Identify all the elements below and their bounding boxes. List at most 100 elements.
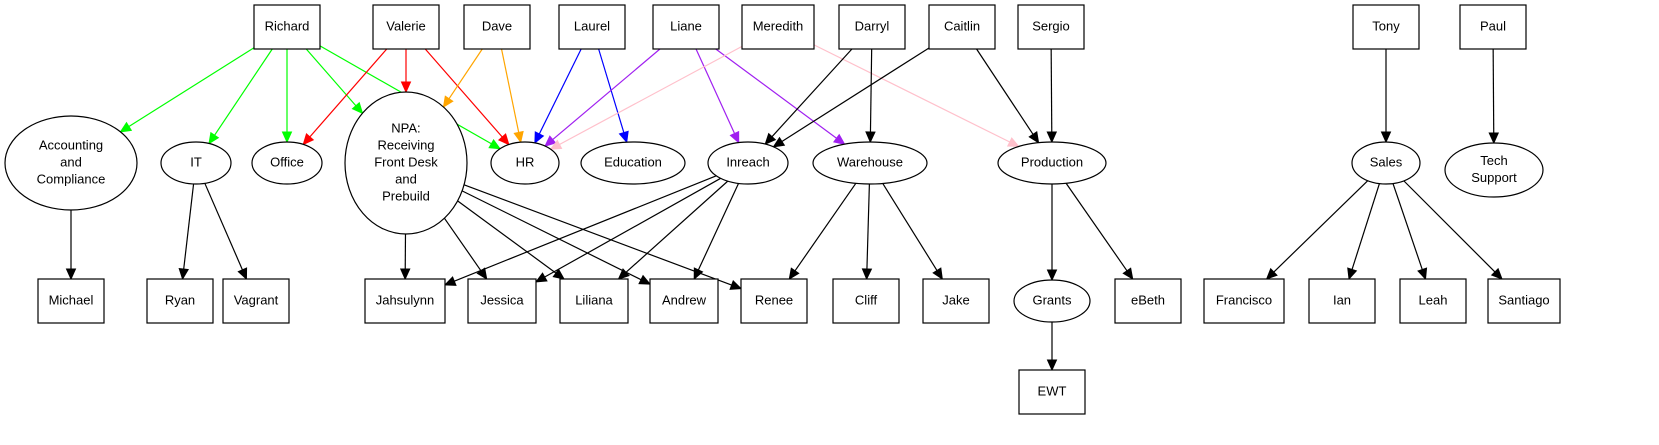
edge-line [1403,180,1496,273]
node-ebeth[interactable]: eBeth [1114,278,1182,324]
node-box [463,4,531,50]
arrowhead-icon [932,267,943,281]
node-label: Support [1471,170,1517,185]
edge-caitlin-to-inreach [772,47,930,148]
node-education[interactable]: Education [580,141,686,185]
node-vagrant[interactable]: Vagrant [222,278,290,324]
arrowhead-icon [788,267,800,281]
node-laurel[interactable]: Laurel [558,4,626,50]
edge-line [794,182,857,272]
edge-inreach-to-jessica [534,177,721,283]
edge-line [309,48,388,138]
edge-darryl-to-warehouse [865,48,876,144]
node-inreach[interactable]: Inreach [707,141,789,185]
arrowhead-icon [400,81,412,94]
node-box [467,278,537,324]
node-label: Office [270,154,304,169]
edge-npa-to-andrew [461,190,652,285]
node-darryl[interactable]: Darryl [838,4,906,50]
arrowhead-icon [552,268,566,280]
node-ellipse [490,141,560,185]
node-box [1018,369,1086,415]
node-santiago[interactable]: Santiago [1487,278,1561,324]
edge-richard-to-accounting [119,47,255,133]
arrowhead-icon [1046,359,1058,372]
edge-line [128,47,255,128]
node-box [741,4,815,50]
edge-liane-to-warehouse [715,48,846,145]
node-michael[interactable]: Michael [37,278,105,324]
edge-paul-to-techsupport [1488,48,1500,145]
node-dave[interactable]: Dave [463,4,531,50]
node-office[interactable]: Office [251,141,323,185]
node-francisco[interactable]: Francisco [1203,278,1285,324]
node-ellipse [580,141,686,185]
node-label: Compliance [37,171,106,186]
edge-valerie-to-npa [400,49,412,94]
node-it[interactable]: IT [160,141,232,185]
edge-line [463,184,732,286]
edge-warehouse-to-jake [882,183,943,281]
node-ellipse [4,115,138,211]
arrowhead-icon [638,274,652,285]
edge-warehouse-to-renee [788,182,857,281]
node-warehouse[interactable]: Warehouse [812,141,928,185]
node-jessica[interactable]: Jessica [467,278,537,324]
node-label: Prebuild [382,188,430,203]
node-leah[interactable]: Leah [1399,278,1467,324]
edge-it-to-vagrant [204,183,248,281]
node-ian[interactable]: Ian [1308,278,1376,324]
edge-caitlin-to-production [976,48,1040,144]
edge-laurel-to-hr [534,48,582,145]
node-sales[interactable]: Sales [1351,141,1421,185]
node-jake[interactable]: Jake [922,278,990,324]
node-sergio[interactable]: Sergio [1017,4,1085,50]
arrowhead-icon [617,268,630,280]
edge-it-to-ryan [178,183,195,281]
arrowhead-icon [442,95,454,108]
node-richard[interactable]: Richard [253,4,321,50]
edge-line [305,48,357,107]
edge-line [1492,48,1495,134]
node-jahsulynn[interactable]: Jahsulynn [364,278,446,324]
node-ellipse [1444,142,1544,198]
edge-line [1065,182,1128,272]
node-meredith[interactable]: Meredith [741,4,815,50]
edge-sales-to-ian [1347,183,1381,281]
node-liane[interactable]: Liane [652,4,720,50]
node-ewt[interactable]: EWT [1018,369,1086,415]
node-liliana[interactable]: Liliana [559,278,629,324]
edge-inreach-to-liliana [617,180,729,280]
edge-laurel-to-education [598,48,629,144]
edge-line [1050,48,1053,133]
node-caitlin[interactable]: Caitlin [928,4,996,50]
node-hr[interactable]: HR [490,141,560,185]
node-production[interactable]: Production [997,141,1107,185]
node-tony[interactable]: Tony [1352,4,1420,50]
arrowhead-icon [1265,267,1278,280]
node-paul[interactable]: Paul [1459,4,1527,50]
arrowhead-icon [1380,131,1392,144]
node-cliff[interactable]: Cliff [832,278,900,324]
node-box [559,278,629,324]
node-box [922,278,990,324]
node-renee[interactable]: Renee [740,278,808,324]
node-label: IT [190,154,202,169]
node-box [1459,4,1527,50]
node-valerie[interactable]: Valerie [372,4,440,50]
arrowhead-icon [832,133,846,145]
edge-line [869,48,873,133]
node-ryan[interactable]: Ryan [146,278,214,324]
edge-line [1392,183,1423,270]
edge-line [715,48,837,139]
node-label: Liane [670,18,702,33]
edge-npa-to-jahsulynn [399,233,411,281]
node-andrew[interactable]: Andrew [649,278,719,324]
edge-inreach-to-andrew [693,183,740,281]
edge-line [183,183,195,270]
node-box [372,4,440,50]
node-grants[interactable]: Grants [1013,279,1091,323]
